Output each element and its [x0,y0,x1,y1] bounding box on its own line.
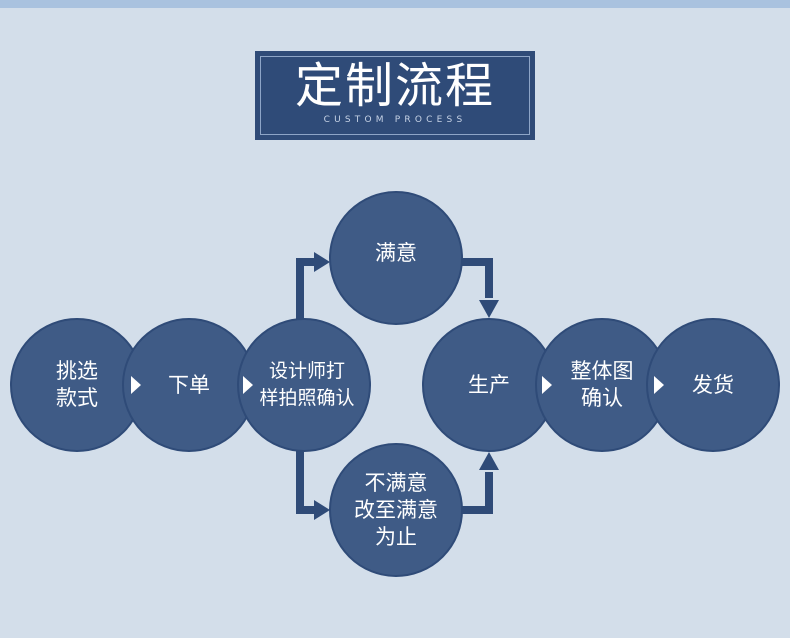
node-confirm-label: 整体图 确认 [570,359,634,410]
node-produce-label: 生产 [468,372,510,397]
node-design-circle [237,318,371,452]
arrow-order-to-design [243,376,253,394]
node-satisfied-circle [329,191,463,325]
title-banner: 定制流程 CUSTOM PROCESS [255,51,535,140]
page-title: 定制流程 [294,58,495,114]
arrow-confirm-to-ship [654,376,664,394]
node-design-label: 设计师打 样拍照确认 [259,360,355,409]
node-ship-circle [646,318,780,452]
node-unsatisfied-circle [329,443,463,577]
node-ship-label: 发货 [692,372,734,397]
connector-design-to-satisfied [296,258,316,320]
node-order-label: 下单 [168,372,210,397]
arrowhead-to-satisfied [314,252,330,272]
connector-satisfied-to-produce [462,258,493,298]
arrowhead-to-produce-bottom [479,452,499,470]
node-satisfied-label: 满意 [375,240,417,265]
connector-unsatisfied-to-produce [462,472,493,514]
page-subtitle: CUSTOM PROCESS [323,115,467,125]
arrowhead-to-produce-top [479,300,499,318]
connector-design-to-unsatisfied [296,450,316,514]
node-pick-label: 挑选 款式 [56,359,98,410]
arrow-produce-to-confirm [542,376,552,394]
arrow-pick-to-order [131,376,141,394]
top-strip [0,0,790,8]
arrowhead-to-unsatisfied [314,500,330,520]
title-frame [260,56,530,135]
node-unsatisfied-label: 不满意 改至满意 为止 [354,470,438,549]
